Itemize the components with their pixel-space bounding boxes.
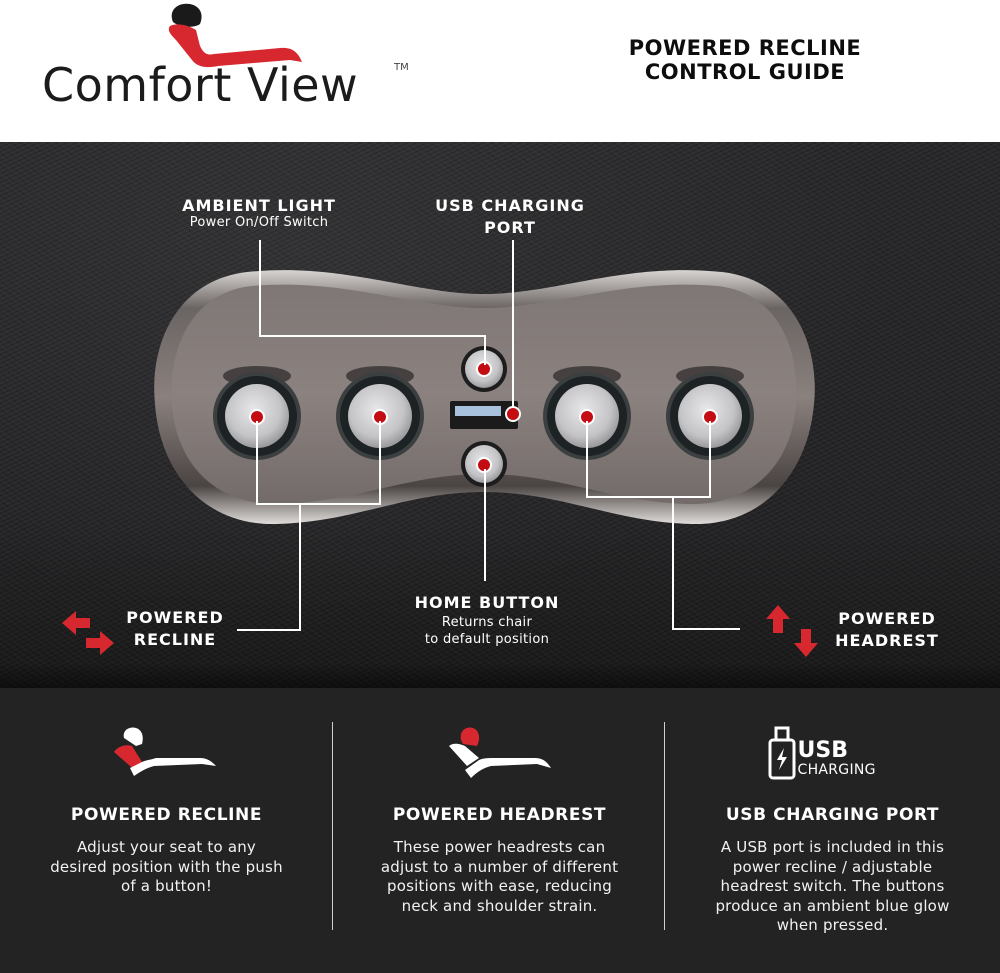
up-down-arrows-icon xyxy=(766,605,818,657)
trademark-symbol: TM xyxy=(394,62,409,73)
callout-title-line1: USB CHARGING xyxy=(435,196,585,215)
left-right-arrows-icon xyxy=(62,611,114,655)
leader-line xyxy=(709,421,711,498)
control-panel-photo: AMBIENT LIGHT Power On/Off Switch USB CH… xyxy=(0,142,1000,688)
brand-name: Comfort View xyxy=(42,58,359,112)
callout-title: AMBIENT LIGHT xyxy=(182,196,336,215)
callout-usb-port: USB CHARGING PORT xyxy=(420,195,600,239)
callout-powered-headrest: POWERED HEADREST xyxy=(822,608,952,652)
stage-shadow xyxy=(0,662,1000,688)
leader-line xyxy=(484,335,486,365)
feature-description: These power headrests can adjust to a nu… xyxy=(380,838,619,915)
leader-line xyxy=(586,421,588,498)
callout-subtitle-line2: to default position xyxy=(424,632,550,647)
leader-line xyxy=(299,503,301,631)
features-panel: POWERED RECLINE Adjust your seat to any … xyxy=(0,688,1000,973)
callout-title-line2: HEADREST xyxy=(835,631,939,650)
leader-line xyxy=(259,335,486,337)
leader-line xyxy=(259,240,261,336)
feature-title: POWERED RECLINE xyxy=(70,805,263,825)
callout-title-line2: RECLINE xyxy=(133,630,217,649)
divider xyxy=(664,722,665,930)
feature-description: A USB port is included in this power rec… xyxy=(715,838,950,934)
header: Comfort View TM POWERED RECLINE CONTROL … xyxy=(0,0,1000,142)
leader-line xyxy=(256,421,258,505)
callout-subtitle: Power On/Off Switch xyxy=(189,215,329,230)
callout-title: HOME BUTTON xyxy=(414,593,560,612)
callout-powered-recline: POWERED RECLINE xyxy=(110,607,240,651)
usb-stick-icon xyxy=(768,726,795,780)
recline-chair-icon xyxy=(113,727,216,776)
comfort-view-logo-icon xyxy=(168,3,302,68)
leader-line xyxy=(672,628,740,630)
usb-icon-label: USB xyxy=(797,738,848,763)
leader-line xyxy=(672,496,674,630)
feature-title: POWERED HEADREST xyxy=(392,805,607,825)
callout-ambient-light: AMBIENT LIGHT Power On/Off Switch xyxy=(160,195,358,231)
page-title-line2: CONTROL GUIDE xyxy=(644,60,846,84)
feature-powered-recline: POWERED RECLINE Adjust your seat to any … xyxy=(0,688,333,973)
usb-charging-icon: USB CHARGING xyxy=(768,726,898,782)
callout-title-line1: POWERED xyxy=(126,608,224,627)
leader-line xyxy=(237,629,301,631)
leader-line xyxy=(379,421,381,505)
leader-line xyxy=(586,496,711,498)
marker-usb-port xyxy=(505,406,521,422)
callout-title-line2: PORT xyxy=(484,218,536,237)
callout-title-line1: POWERED xyxy=(838,609,936,628)
leader-line xyxy=(512,240,514,408)
feature-usb-charging: USB CHARGING USB CHARGING PORT A USB por… xyxy=(666,688,999,973)
page-title: POWERED RECLINE CONTROL GUIDE xyxy=(590,36,900,84)
charging-icon-label: CHARGING xyxy=(797,762,876,778)
feature-description: Adjust your seat to any desired position… xyxy=(50,838,283,895)
feature-title: USB CHARGING PORT xyxy=(725,805,940,825)
leader-line xyxy=(256,503,381,505)
callout-home-button: HOME BUTTON Returns chair to default pos… xyxy=(392,592,582,648)
leader-line xyxy=(484,469,486,581)
divider xyxy=(332,722,333,930)
callout-subtitle-line1: Returns chair xyxy=(441,615,533,630)
control-plate xyxy=(154,270,815,525)
feature-powered-headrest: POWERED HEADREST These power headrests c… xyxy=(333,688,666,973)
page-title-line1: POWERED RECLINE xyxy=(628,36,862,60)
headrest-chair-icon xyxy=(448,727,551,778)
